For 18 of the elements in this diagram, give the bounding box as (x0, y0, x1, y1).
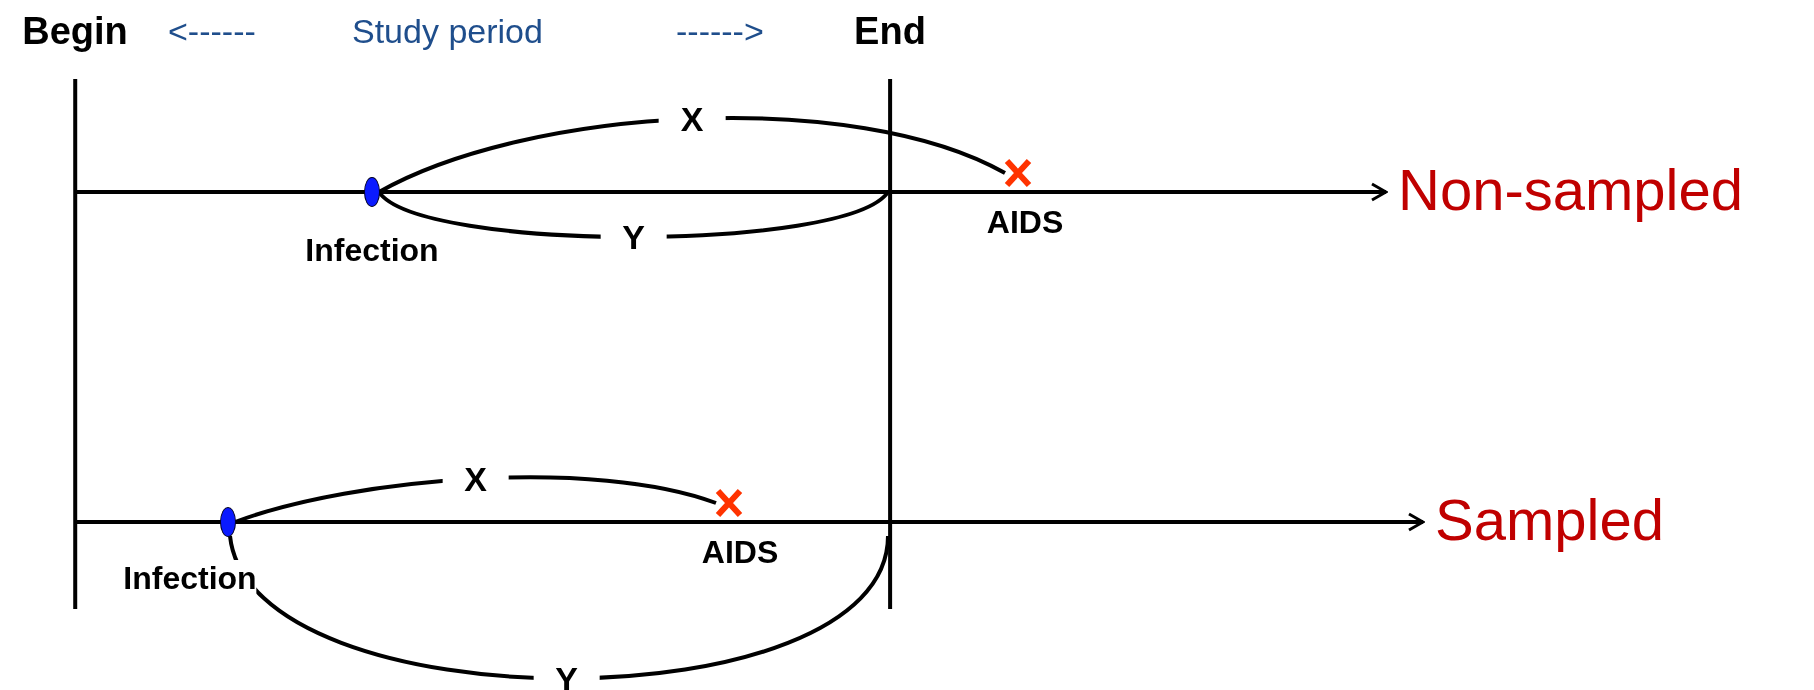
event-caption: AIDS (701, 534, 779, 571)
header-note: <------ (168, 12, 256, 51)
event-caption: Infection (123, 560, 257, 597)
header-note: ------> (676, 12, 764, 51)
header-note: Study period (352, 12, 543, 51)
boundary-title: End (854, 10, 926, 53)
timeline-arrow (77, 182, 1388, 202)
event-caption: AIDS (986, 204, 1064, 241)
row-label: Non-sampled (1398, 156, 1743, 223)
interval-arc (228, 535, 890, 681)
cross-mark (715, 488, 743, 518)
cross-mark (1004, 158, 1032, 188)
event-dot (364, 177, 380, 207)
row-label: Sampled (1435, 486, 1664, 553)
timeline-arrow (77, 512, 1425, 532)
event-caption: Infection (305, 232, 439, 269)
event-dot (220, 507, 236, 537)
boundary-title: Begin (22, 10, 128, 53)
